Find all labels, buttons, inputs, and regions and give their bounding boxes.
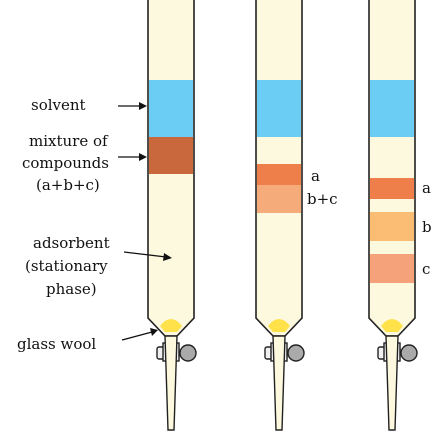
column-2-band-bc (257, 185, 301, 213)
label-mixture-line3: (a+b+c) (36, 176, 100, 194)
column-2-tip (272, 335, 286, 431)
arrowhead-adsorbent (163, 253, 172, 261)
column-3-band-c (370, 254, 414, 283)
label-mixture-line1: mixture of (29, 132, 109, 150)
column-3-solvent-band (370, 80, 414, 137)
column-1-glass-wool (160, 319, 182, 332)
label-adsorbent-line1: adsorbent (33, 234, 110, 252)
label-adsorbent-line3: phase) (46, 280, 97, 298)
column-2-solvent-band (257, 80, 301, 137)
arrow-glass-wool (121, 331, 153, 341)
column-1-solvent-band (149, 80, 193, 137)
label-mixture-line2: compounds (22, 154, 109, 172)
arrowhead-mixture (139, 153, 147, 161)
column-2-band-a (257, 164, 301, 185)
band-label-col2-a: a (311, 167, 320, 185)
label-glass-wool: glass wool (17, 335, 96, 353)
label-solvent: solvent (31, 96, 86, 114)
band-label-col3-c: c (422, 260, 430, 278)
column-1-tip (164, 335, 178, 431)
arrowhead-glass-wool (150, 328, 158, 336)
column-3-band-a (370, 178, 414, 199)
column-2 (255, 0, 305, 431)
column-1-mixture-band (149, 137, 193, 174)
column-1-stopcock-knob (179, 344, 197, 362)
column-3-body (368, 0, 416, 337)
label-glass-wool-group: glass wool (17, 328, 158, 353)
column-3-tip (385, 335, 399, 431)
column-2-stopcock-knob (287, 344, 305, 362)
label-mixture-group: mixture of compounds (a+b+c) (22, 132, 147, 194)
column-3-stopcock-knob (400, 344, 418, 362)
column-3-band-b (370, 212, 414, 241)
column-3-glass-wool (381, 319, 403, 332)
label-adsorbent-group: adsorbent (stationary phase) (25, 234, 172, 298)
band-label-col3-b: b (422, 218, 432, 236)
column-1 (147, 0, 197, 431)
arrow-adsorbent (123, 251, 167, 258)
label-adsorbent-line2: (stationary (25, 257, 108, 275)
column-2-glass-wool (268, 319, 290, 332)
band-label-col2-bc: b+c (307, 190, 338, 208)
column-3 (368, 0, 418, 431)
band-label-col3-a: a (422, 179, 431, 197)
arrowhead-solvent (139, 102, 147, 110)
label-solvent-group: solvent (31, 96, 147, 114)
